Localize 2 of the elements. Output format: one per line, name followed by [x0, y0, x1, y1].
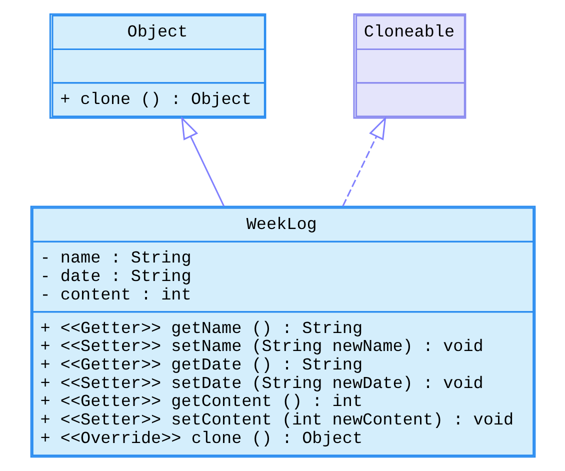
- arrow: [342, 116, 386, 206]
- arrow: [180, 116, 224, 206]
